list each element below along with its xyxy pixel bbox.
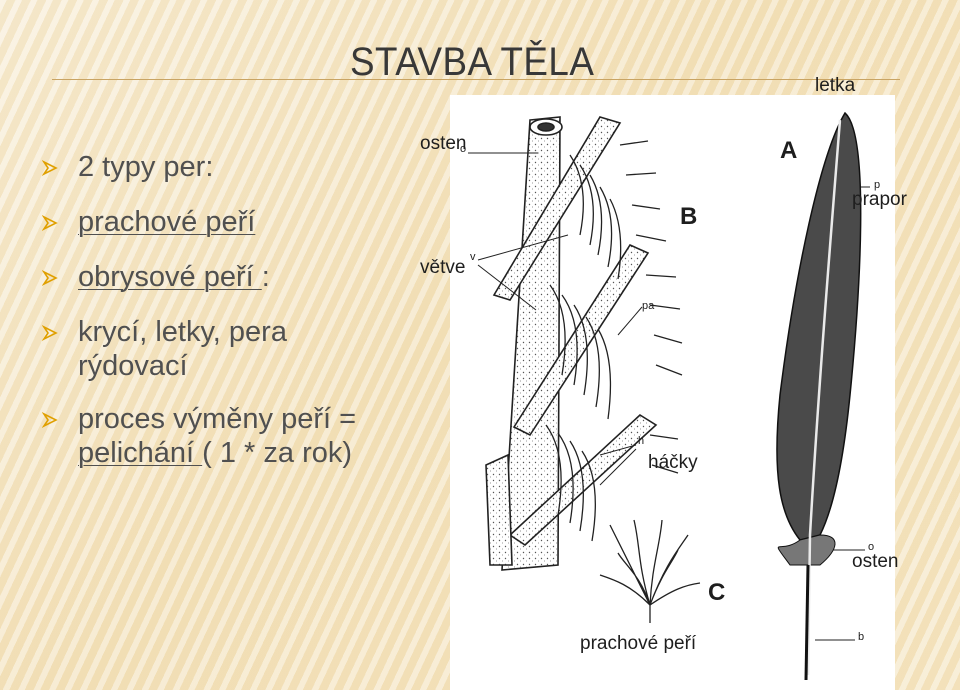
- part-letter-b: b: [858, 631, 865, 643]
- bullet-list: 2 typy per: prachové peří obrysové peří …: [42, 150, 442, 489]
- bullet-line: proces výměny peří =: [78, 403, 357, 435]
- panel-letter-a: A: [780, 137, 798, 164]
- panel-letter-b: B: [680, 203, 698, 230]
- feather-illustration: [468, 111, 870, 681]
- bullet-link-text: pelichání: [78, 437, 203, 469]
- label-vane: prapor: [852, 189, 907, 210]
- bullet-line: krycí, letky, pera: [78, 316, 287, 348]
- bullet-molting: proces výměny peří = pelichání ( 1 * za …: [42, 402, 442, 470]
- label-shaft-right: osten: [852, 551, 899, 572]
- barb-structure-drawing: [485, 116, 658, 571]
- bullet-contour-feathers: obrysové peří :: [42, 260, 442, 294]
- label-hooks: háčky: [648, 452, 698, 473]
- bullet-line: rýdovací: [78, 350, 188, 382]
- label-barbs: větve: [420, 257, 466, 278]
- arrow-bullet-icon: [42, 325, 58, 341]
- part-letter-h: h: [638, 435, 645, 447]
- bullet-suffix: ( 1 * za rok): [202, 437, 353, 469]
- label-down-feather: prachové peří: [580, 633, 697, 654]
- arrow-bullet-icon: [42, 215, 58, 231]
- panel-letter-c: C: [708, 579, 726, 606]
- label-flight-feather: letka: [815, 75, 856, 96]
- feather-illustration-panel: osten větve háčky letka prapor osten pra…: [420, 75, 907, 690]
- part-letter-v: v: [470, 251, 476, 263]
- bullet-text: 2 typy per:: [78, 151, 214, 183]
- arrow-bullet-icon: [42, 270, 58, 286]
- barbule-hatching: [545, 140, 683, 542]
- slide-title: STAVBA TĚLA: [350, 40, 595, 84]
- part-letter-o-lower: o: [868, 541, 875, 553]
- label-shaft-top: osten: [420, 133, 467, 154]
- bullet-feather-types: 2 typy per:: [42, 150, 442, 184]
- title-rule: [52, 79, 900, 80]
- arrow-bullet-icon: [42, 160, 58, 176]
- part-letter-p: p: [874, 179, 881, 191]
- part-letter-o: o: [460, 143, 467, 155]
- flight-feather-drawing: [776, 111, 862, 681]
- bullet-down-feathers: prachové peří: [42, 205, 442, 239]
- bullet-suffix: :: [261, 261, 270, 293]
- bullet-feather-kinds: krycí, letky, pera rýdovací: [42, 315, 442, 383]
- down-feather-drawing: [599, 519, 701, 623]
- part-letter-pa: pa: [642, 300, 655, 312]
- bullet-link-text: obrysové peří: [78, 261, 262, 293]
- bullet-link-text: prachové peří: [78, 206, 256, 238]
- arrow-bullet-icon: [42, 412, 58, 428]
